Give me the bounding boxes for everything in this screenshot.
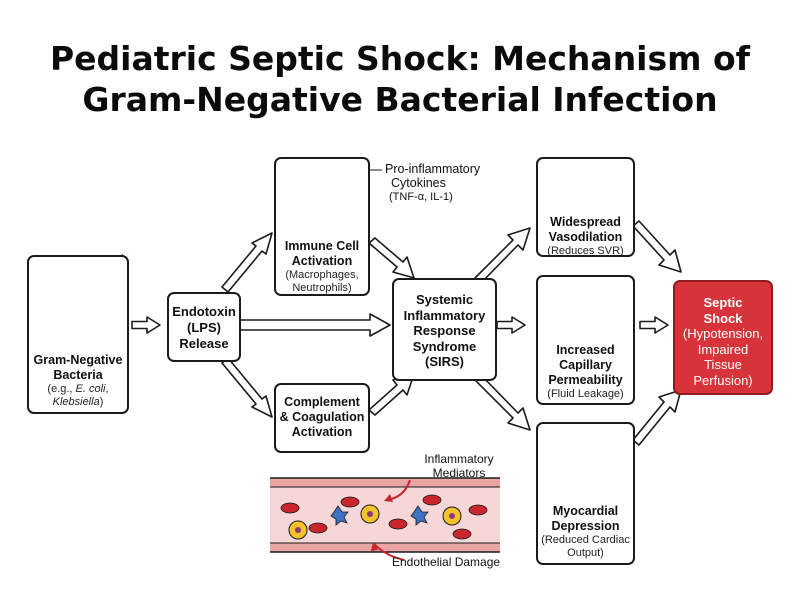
arrow-myocardial-to-shock <box>632 389 682 446</box>
vasodilation-line-2: Vasodilation <box>548 230 623 244</box>
blood-vessel-illustration <box>270 477 500 561</box>
immune-sub-2: Neutrophils) <box>292 282 352 294</box>
arrow-sirs-to-permeability <box>496 316 526 334</box>
bacteria-examples-sep: , <box>105 383 109 395</box>
bacteria-examples-prefix: (e.g., <box>47 383 76 395</box>
permeability-line-3: Permeability <box>548 373 623 387</box>
node-myocardial-depression: Myocardial Depression (Reduced Cardiac O… <box>536 422 635 565</box>
node-gram-negative-bacteria: Gram-Negative Bacteria (e.g., E. coli, K… <box>27 255 129 414</box>
diagram-title: Pediatric Septic Shock: Mechanism of Gra… <box>0 38 800 120</box>
arrow-permeability-to-shock <box>639 316 669 334</box>
bacteria-title-line-1: Gram-Negative <box>33 353 123 367</box>
arrow-complement-to-sirs <box>368 373 415 416</box>
immune-sub-1: (Macrophages, <box>285 269 359 281</box>
node-capillary-permeability: Increased Capillary Permeability (Fluid … <box>536 275 635 405</box>
title-line-2: Gram-Negative Bacterial Infection <box>82 80 718 119</box>
arrow-vasodilation-to-shock <box>632 220 682 273</box>
endothelial-damage-label: Endothelial Damage <box>392 555 501 569</box>
myocardial-sub-2: Output) <box>567 547 604 559</box>
sirs-line-1: Systemic <box>415 292 474 307</box>
node-septic-shock: Septic Shock (Hypotension, Impaired Tiss… <box>673 280 773 395</box>
permeability-sub: (Fluid Leakage) <box>547 388 624 400</box>
shock-line-1: Septic <box>703 295 743 310</box>
complement-line-1: Complement <box>284 395 360 409</box>
endotoxin-line-3: Release <box>179 336 229 351</box>
vasodilation-sub: (Reduces SVR) <box>547 245 624 257</box>
bacteria-examples: (e.g., E. coli, <box>29 383 127 396</box>
mediators-line-1: Inflammatory <box>424 452 494 466</box>
myocardial-line-1: Myocardial <box>552 504 619 518</box>
complement-line-3: Activation <box>291 425 353 439</box>
complement-line-2: & Coagulation <box>279 410 365 424</box>
sirs-line-4: Syndrome <box>412 338 477 354</box>
myocardial-sub-1: (Reduced Cardiac <box>541 534 630 546</box>
shock-sub-4: Perfusion) <box>693 372 753 388</box>
shock-sub-2: Impaired <box>697 341 749 357</box>
immune-line-2: Activation <box>291 254 353 268</box>
title-line-1: Pediatric Septic Shock: Mechanism of <box>49 39 751 78</box>
shock-line-2: Shock <box>703 310 743 326</box>
node-sirs: Systemic Inflammatory Response Syndrome … <box>392 278 497 381</box>
sirs-line-3: Response <box>413 323 476 338</box>
vasodilation-line-1: Widespread <box>550 215 621 229</box>
permeability-line-2: Capillary <box>559 358 612 372</box>
arrow-bacteria-to-endotoxin <box>131 316 161 334</box>
endotoxin-line-2: (LPS) <box>187 320 221 335</box>
node-complement-coagulation: Complement & Coagulation Activation <box>274 383 370 453</box>
inflammatory-mediators-label: Inflammatory Mediators <box>414 452 504 480</box>
node-endotoxin-release: Endotoxin (LPS) Release <box>167 292 241 362</box>
permeability-line-1: Increased <box>556 343 615 357</box>
bacteria-title-line-2: Bacteria <box>53 368 103 382</box>
cytokines-line-1: Pro-inflammatory <box>385 162 481 176</box>
cytokines-line-3: (TNF-α, IL-1) <box>389 191 453 203</box>
shock-sub-3: Tissue <box>704 357 742 372</box>
arrow-immune-to-sirs <box>368 237 415 279</box>
cytokines-annotation: Pro-inflammatory Cytokines (TNF-α, IL-1) <box>385 162 505 204</box>
node-immune-cell-activation: Immune Cell Activation (Macrophages, Neu… <box>274 157 370 296</box>
sirs-line-2: Inflammatory <box>403 307 486 323</box>
bacteria-example-klebsiella: Klebsiella <box>52 396 100 408</box>
mediators-line-2: Mediators <box>432 466 486 480</box>
arrow-sirs-to-vasodilation <box>474 227 531 284</box>
immune-line-1: Immune Cell <box>284 239 360 253</box>
arrow-endotoxin-to-complement <box>221 357 273 418</box>
arrow-endotoxin-to-immune <box>221 232 273 293</box>
sirs-line-5: (SIRS) <box>425 354 464 369</box>
shock-sub-1: (Hypotension, <box>682 326 764 341</box>
node-widespread-vasodilation: Widespread Vasodilation (Reduces SVR) <box>536 157 635 257</box>
arrow-endotoxin-to-sirs <box>239 313 391 337</box>
cytokines-line-2: Cytokines <box>391 176 446 190</box>
bacteria-example-ecoli: E. coli <box>75 383 106 395</box>
arrow-sirs-to-myocardial <box>474 374 531 431</box>
myocardial-line-2: Depression <box>551 519 620 533</box>
endotoxin-line-1: Endotoxin <box>172 304 236 319</box>
bacteria-examples-suffix: ) <box>99 396 104 408</box>
